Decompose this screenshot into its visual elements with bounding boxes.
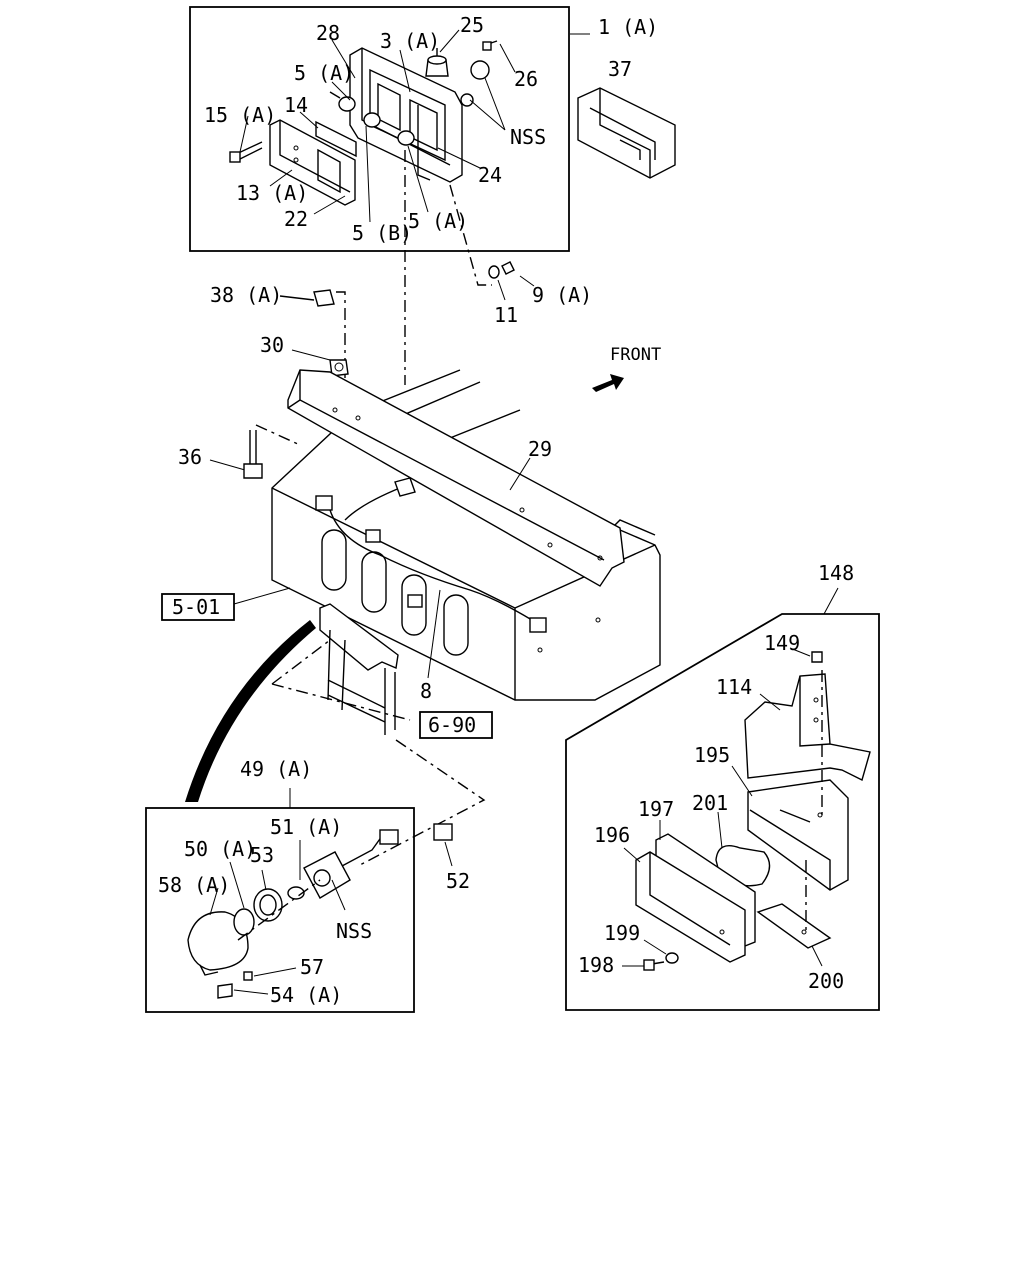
callout-51A: 51 (A) bbox=[270, 815, 342, 839]
frame-body bbox=[271, 369, 661, 701]
callout-6-90: 6-90 bbox=[428, 713, 476, 737]
callout-50A: 50 (A) bbox=[184, 837, 256, 861]
top-leader-lines bbox=[239, 29, 590, 223]
callout-114: 114 bbox=[716, 675, 752, 699]
callout-52: 52 bbox=[446, 869, 470, 893]
mid-leader-lines bbox=[233, 457, 531, 605]
curved-arrow bbox=[185, 620, 316, 802]
ref-box-6-90[interactable] bbox=[419, 711, 493, 739]
bolt-36 bbox=[209, 424, 301, 479]
callout-NSS-bottom: NSS bbox=[336, 919, 372, 943]
callout-8: 8 bbox=[420, 679, 432, 703]
bolt-38A bbox=[279, 289, 346, 420]
bracket-plate bbox=[269, 119, 357, 206]
callout-36: 36 bbox=[178, 445, 202, 469]
nut-washer-9A-11 bbox=[488, 261, 535, 301]
callout-5-01: 5-01 bbox=[172, 595, 220, 619]
callout-15A: 15 (A) bbox=[204, 103, 276, 127]
callout-38A: 38 (A) bbox=[210, 283, 282, 307]
callout-11: 11 bbox=[494, 303, 518, 327]
connector-52 bbox=[433, 823, 453, 867]
top-detail-frame bbox=[189, 6, 570, 252]
callout-199: 199 bbox=[604, 921, 640, 945]
callout-NSS-top: NSS bbox=[510, 125, 546, 149]
bottom-leader-lines bbox=[209, 840, 346, 999]
bulb-socket-25 bbox=[425, 40, 498, 107]
callout-1A: 1 (A) bbox=[598, 15, 658, 39]
dashed-links-top bbox=[404, 150, 492, 385]
callout-front: FRONT bbox=[610, 345, 661, 365]
callout-58A: 58 (A) bbox=[158, 873, 230, 897]
bracket-6-90 bbox=[271, 603, 411, 735]
right-detail-frame bbox=[565, 613, 880, 1011]
callout-30: 30 bbox=[260, 333, 284, 357]
callout-3A: 3 (A) bbox=[380, 29, 440, 53]
callout-149: 149 bbox=[764, 631, 800, 655]
callout-28: 28 bbox=[316, 21, 340, 45]
callout-5B: 5 (B) bbox=[352, 221, 412, 245]
lamp-housing-assembly bbox=[329, 47, 463, 183]
callout-196: 196 bbox=[594, 823, 630, 847]
callout-148: 148 bbox=[818, 561, 854, 585]
callout-5A-top: 5 (A) bbox=[294, 61, 354, 85]
callout-5A-bottom: 5 (A) bbox=[408, 209, 468, 233]
callout-13A: 13 (A) bbox=[236, 181, 308, 205]
bolt-15A bbox=[229, 141, 263, 163]
callout-197: 197 bbox=[638, 797, 674, 821]
lamp-assembly-148 bbox=[635, 587, 871, 971]
callout-57: 57 bbox=[300, 955, 324, 979]
callout-198: 198 bbox=[578, 953, 614, 977]
callout-9A: 9 (A) bbox=[532, 283, 592, 307]
ref-box-5-01[interactable] bbox=[161, 593, 235, 621]
dashed-link-52 bbox=[359, 739, 486, 866]
harness-8 bbox=[315, 477, 547, 679]
callout-201: 201 bbox=[692, 791, 728, 815]
callout-25: 25 bbox=[460, 13, 484, 37]
bottom-detail-frame bbox=[145, 807, 415, 1013]
callout-29: 29 bbox=[528, 437, 552, 461]
right-leader-lines bbox=[622, 647, 823, 967]
front-arrow bbox=[592, 374, 624, 392]
callout-200: 200 bbox=[808, 969, 844, 993]
lamp-assembly-49A bbox=[187, 788, 399, 976]
cover-37 bbox=[577, 87, 676, 179]
callout-37: 37 bbox=[608, 57, 632, 81]
callout-22: 22 bbox=[284, 207, 308, 231]
callout-53: 53 bbox=[250, 843, 274, 867]
callout-24: 24 bbox=[478, 163, 502, 187]
callout-26: 26 bbox=[514, 67, 538, 91]
callout-195: 195 bbox=[694, 743, 730, 767]
callout-54A: 54 (A) bbox=[270, 983, 342, 1007]
mounting-bracket-29 bbox=[287, 369, 625, 587]
callout-49A: 49 (A) bbox=[240, 757, 312, 781]
callout-14: 14 bbox=[284, 93, 308, 117]
